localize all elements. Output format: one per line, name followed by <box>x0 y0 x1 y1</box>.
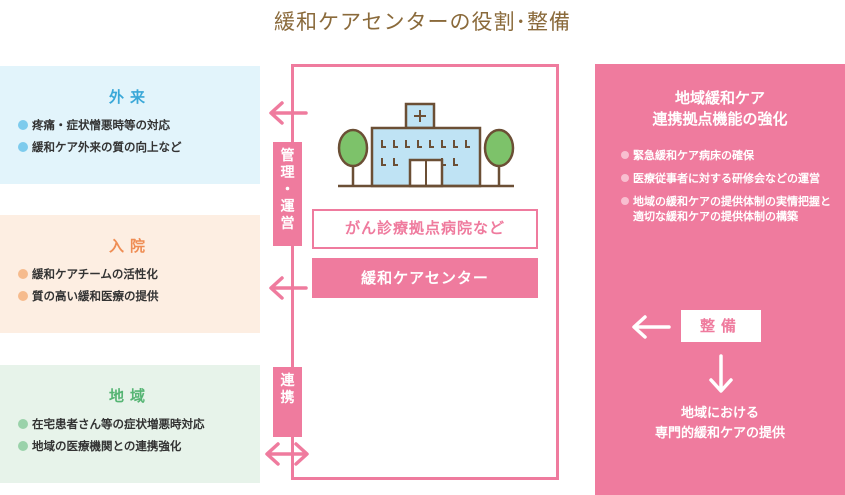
regional-result-line1: 地域における <box>680 406 759 421</box>
panel-outpatient: 外来 疼痛・症状憎悪時等の対応 緩和ケア外来の質の向上など <box>0 66 260 184</box>
list-item: 緩和ケア外来の質の向上など <box>18 136 260 158</box>
regional-result-line2: 専門的緩和ケアの提供 <box>654 426 785 441</box>
panel-community-heading: 地域 <box>108 387 151 405</box>
tree-icon <box>483 128 515 186</box>
regional-panel-title: 地域緩和ケア 連携拠点機能の強化 <box>595 88 845 130</box>
regional-title-line1: 地域緩和ケア <box>674 89 765 107</box>
regional-panel: 地域緩和ケア 連携拠点機能の強化 緊急緩和ケア病床の確保 医療従事者に対する研修… <box>595 64 845 495</box>
cooperation-label: 連携 <box>273 367 302 437</box>
regional-title-line2: 連携拠点機能の強化 <box>652 110 788 128</box>
panel-inpatient: 入院 緩和ケアチームの活性化 質の高い緩和医療の提供 <box>0 215 260 333</box>
panel-outpatient-heading: 外来 <box>108 88 151 106</box>
page-title: 緩和ケアセンターの役割･整備 <box>273 10 572 34</box>
management-label-text: 管理・運営 <box>280 148 295 232</box>
arrow-left-icon <box>269 276 308 300</box>
list-item: 緊急緩和ケア病床の確保 <box>621 148 831 163</box>
panel-inpatient-heading: 入院 <box>108 237 151 255</box>
arrow-both-icon <box>265 442 309 466</box>
arrow-down-icon <box>709 354 733 393</box>
arrow-left-icon <box>632 315 671 339</box>
management-label: 管理・運営 <box>273 142 302 246</box>
list-item: 医療従事者に対する研修会などの運営 <box>621 171 831 186</box>
hospital-label-box: がん診療拠点病院など <box>312 209 538 249</box>
tree-icon <box>337 128 369 186</box>
cooperation-label-text: 連携 <box>280 373 295 406</box>
list-item: 疼痛・症状憎悪時等の対応 <box>18 114 260 136</box>
list-item: 質の高い緩和医療の提供 <box>18 285 260 307</box>
list-item: 地域の医療機関との連携強化 <box>18 435 260 457</box>
regional-list: 緊急緩和ケア病床の確保 医療従事者に対する研修会などの運営 地域の緩和ケアの提供… <box>621 148 831 232</box>
list-item: 在宅患者さん等の症状増悪時対応 <box>18 413 260 435</box>
list-item: 緩和ケアチームの活性化 <box>18 263 260 285</box>
hospital-building-icon <box>337 102 515 188</box>
arrow-left-icon <box>269 101 308 125</box>
regional-result: 地域における 専門的緩和ケアの提供 <box>595 404 845 444</box>
palliative-center-box: 緩和ケアセンター <box>312 258 538 298</box>
development-badge: 整備 <box>681 310 761 342</box>
list-item: 地域の緩和ケアの提供体制の実情把握と適切な緩和ケアの提供体制の構築 <box>621 194 831 224</box>
panel-community: 地域 在宅患者さん等の症状増悪時対応 地域の医療機関との連携強化 <box>0 365 260 483</box>
